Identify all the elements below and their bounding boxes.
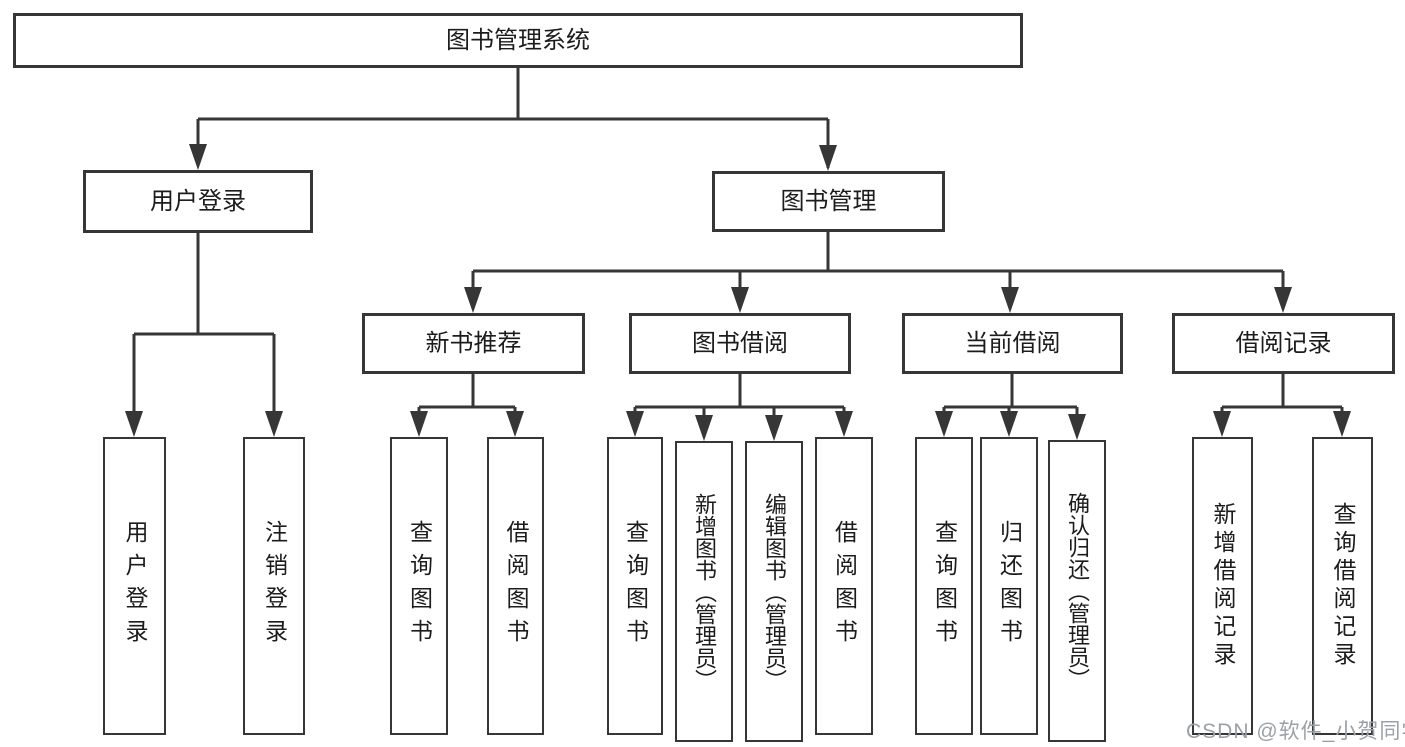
node-root-library-system: 图书管理系统: [13, 13, 1023, 68]
node-book-borrowing: 图书借阅: [629, 313, 851, 374]
leaf-add-books-admin: 新增图书（管理员）: [675, 441, 733, 742]
node-borrowing-records: 借阅记录: [1172, 313, 1395, 374]
leaf-search-books-current: 查询图书: [915, 437, 973, 735]
node-current-borrowing: 当前借阅: [902, 313, 1123, 374]
leaf-edit-books-admin: 编辑图书（管理员）: [745, 441, 803, 742]
leaf-search-books-recommend: 查询图书: [390, 437, 448, 735]
leaf-search-books-borrowing: 查询图书: [607, 437, 663, 735]
leaf-search-borrow-record: 查询借阅记录: [1312, 437, 1373, 735]
arrowhead-icons: [125, 144, 1351, 441]
node-new-book-recommendation: 新书推荐: [362, 313, 585, 374]
leaf-confirm-return-admin: 确认归还（管理员）: [1048, 440, 1106, 742]
csdn-watermark: CSDN @软件_小贺同学: [1186, 720, 1405, 743]
leaf-user-login: 用户登录: [103, 437, 166, 735]
leaf-borrow-books-recommend: 借阅图书: [487, 437, 544, 735]
leaf-logout: 注销登录: [243, 437, 305, 735]
leaf-borrow-books: 借阅图书: [815, 437, 873, 735]
node-user-login: 用户登录: [83, 170, 313, 233]
leaf-return-books: 归还图书: [980, 437, 1038, 735]
node-book-management: 图书管理: [712, 171, 945, 232]
leaf-add-borrow-record: 新增借阅记录: [1192, 437, 1253, 735]
